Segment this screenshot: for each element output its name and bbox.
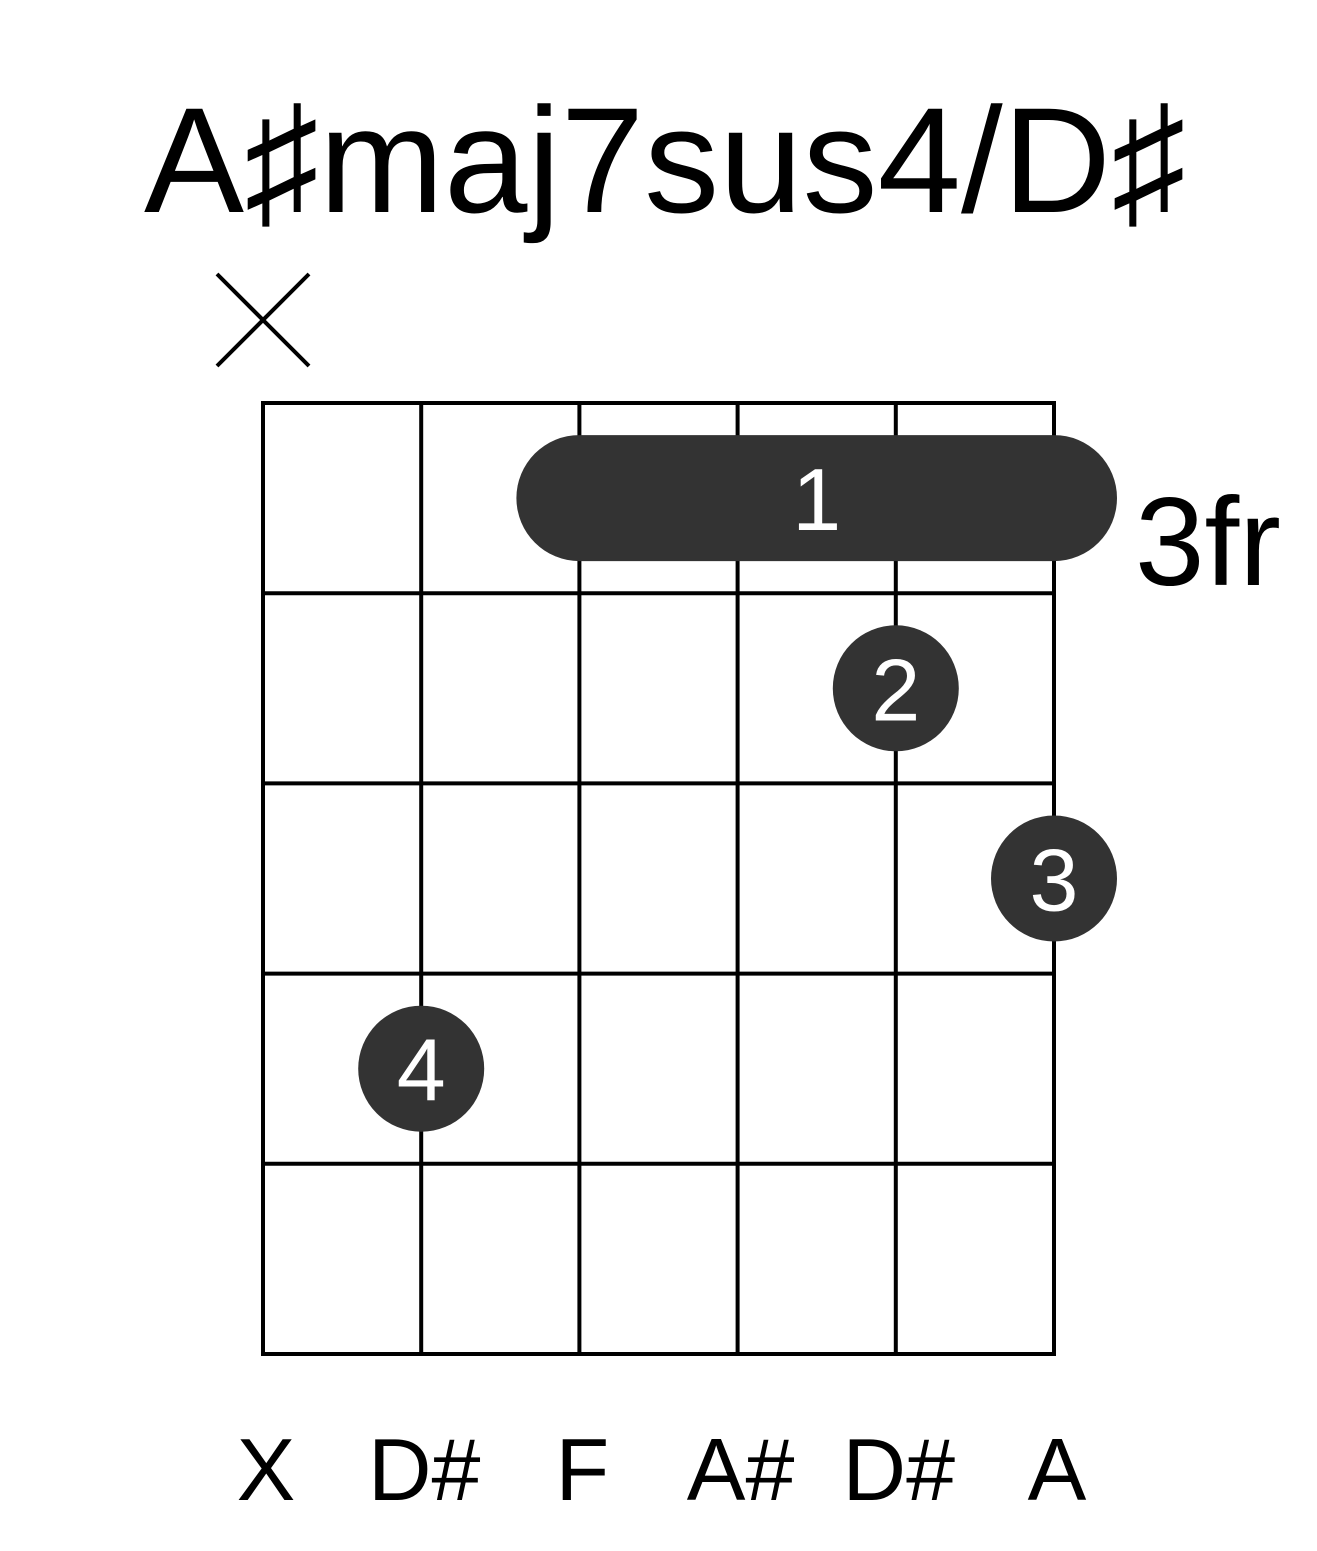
finger-number: 2 (871, 640, 920, 739)
fret-position-label: 3fr (1135, 473, 1281, 612)
note-label: D# (843, 1420, 956, 1519)
finger-number: 4 (397, 1021, 446, 1120)
finger-dot (358, 1005, 485, 1132)
barre-finger-number: 1 (792, 450, 841, 549)
chord-title: A♯maj7sus4/D♯ (144, 76, 1186, 244)
finger-positions: 12 3 4 (358, 435, 1117, 1132)
finger-dot (832, 625, 959, 752)
finger-number: 3 (1030, 831, 1079, 930)
barre-bar (516, 435, 1117, 562)
string-markers (215, 272, 311, 368)
note-label: A# (687, 1420, 795, 1519)
muted-string-icon (215, 272, 311, 368)
string-note-labels: X D# F A# D# A (237, 1420, 1087, 1519)
note-label: X (237, 1420, 296, 1519)
finger-dot (991, 815, 1117, 942)
note-label: F (556, 1420, 610, 1519)
note-label: D# (368, 1420, 481, 1519)
note-label: A (1028, 1420, 1087, 1519)
